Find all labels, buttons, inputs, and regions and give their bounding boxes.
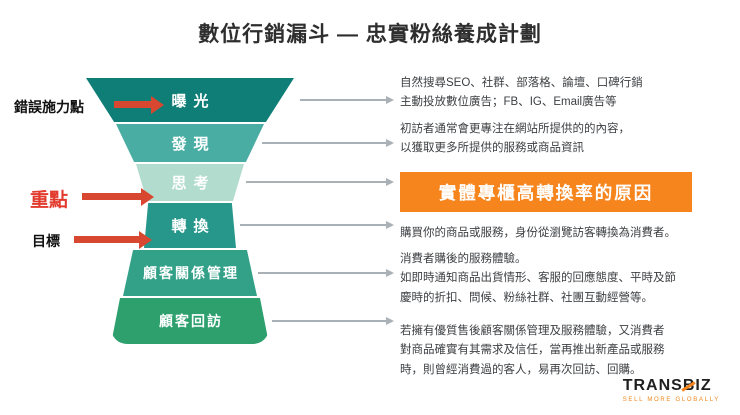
connector-arrow-conversion — [240, 221, 394, 229]
note-crm: 消費者購後的服務體驗。 如即時通知商品出貨情形、客服的回應態度、平時及節 慶時的… — [400, 253, 676, 304]
connector-arrow-return — [272, 317, 394, 325]
logo-part-trans: TRANS — [622, 377, 683, 395]
logo-part-iz: IZ — [695, 377, 712, 395]
red-arrow-goal — [74, 230, 152, 249]
connector-arrow-exposure — [300, 96, 394, 104]
label-goal: 目標 — [32, 233, 60, 249]
red-arrow-key-point — [82, 187, 154, 206]
label-key-point: 重點 — [30, 190, 69, 211]
note-exposure: 自然搜尋SEO、社群、部落格、論壇、口碑行銷 主動投放數位廣告；FB、IG、Em… — [400, 77, 643, 109]
brand-logo-text: TRANSBIZ — [623, 377, 720, 395]
note-conversion: 購買你的商品或服務，身份從瀏覽訪客轉換為消費者。 — [400, 227, 676, 239]
funnel-layer-exposure: 曝光 — [86, 78, 294, 122]
page-title: 數位行銷漏斗 — 忠實粉絲養成計劃 — [198, 23, 542, 46]
note-return: 若擁有優質售後顧客關係管理及服務體驗，又消費者 對商品確實有其需求及信任，當再推… — [400, 325, 665, 376]
red-arrow-wrong-focus — [114, 95, 164, 114]
funnel-layer-conversion: 轉換 — [144, 203, 236, 248]
connector-arrow-crm — [258, 269, 394, 277]
logo-part-b: B — [682, 377, 696, 395]
note-discovery: 初訪者通常會更專注在網站所提供的的內容， 以獲取更多所提供的服務或商品資訊 — [400, 123, 630, 155]
label-wrong-focus-point: 錯誤施力點 — [14, 99, 84, 115]
brand-tagline: SELL MORE GLOBALLY — [622, 397, 720, 403]
connector-arrow-discovery — [262, 139, 394, 147]
brand-logo: TRANSBIZ SELL MORE GLOBALLY — [623, 377, 720, 403]
funnel-layer-crm: 顧客關係管理 — [123, 250, 257, 296]
highlight-banner: 實體專櫃高轉換率的原因 — [400, 172, 692, 212]
connector-arrow-consideration — [246, 178, 394, 186]
funnel-layer-return: 顧客回訪 — [111, 298, 269, 344]
funnel-layer-consideration: 思考 — [136, 164, 244, 201]
funnel-layer-discovery: 發現 — [116, 124, 264, 162]
